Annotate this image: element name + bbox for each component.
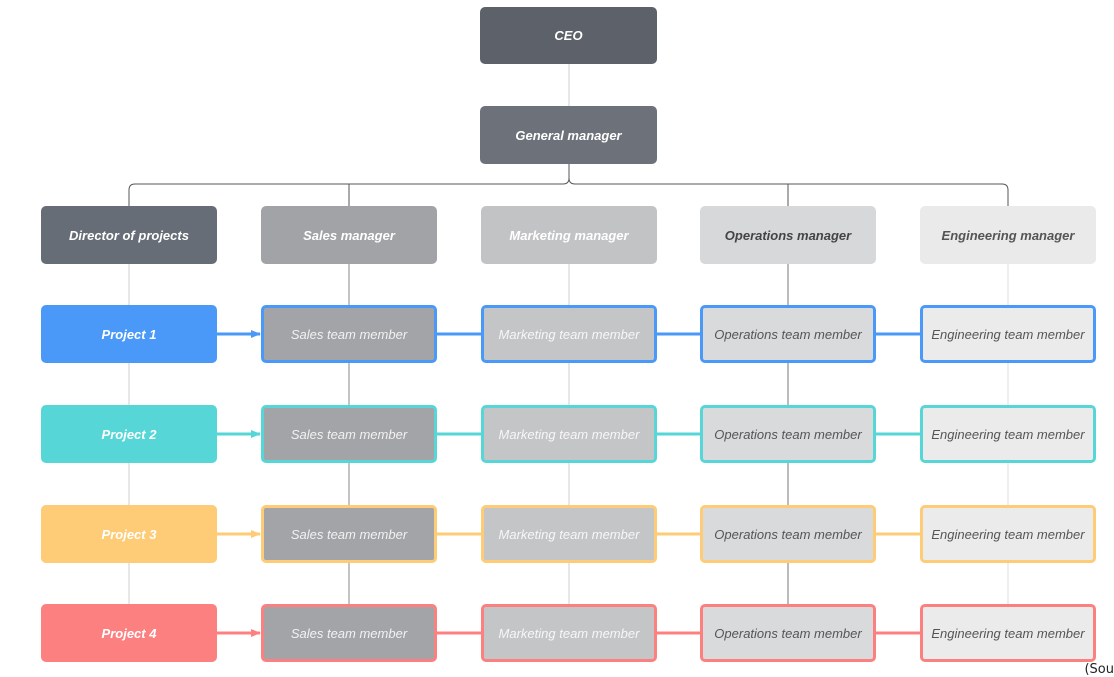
gm-bracket	[128, 163, 1009, 206]
operations-team-member-box: Operations team member	[700, 505, 876, 563]
director-of-projects-box: Director of projects	[41, 206, 217, 264]
operations-manager-box: Operations manager	[700, 206, 876, 264]
general-manager-box: General manager	[480, 106, 657, 164]
engineering-manager-box: Engineering manager	[920, 206, 1096, 264]
operations-team-member-box: Operations team member	[700, 604, 876, 662]
engineering-team-member-box: Engineering team member	[920, 405, 1096, 463]
marketing-team-member-box: Marketing team member	[481, 604, 657, 662]
project-2-box: Project 2	[41, 405, 217, 463]
marketing-team-member-box: Marketing team member	[481, 305, 657, 363]
operations-team-member-box: Operations team member	[700, 305, 876, 363]
operations-team-member-box: Operations team member	[700, 405, 876, 463]
sales-team-member-box: Sales team member	[261, 604, 437, 662]
project-3-box: Project 3	[41, 505, 217, 563]
project-4-box: Project 4	[41, 604, 217, 662]
sales-team-member-box: Sales team member	[261, 305, 437, 363]
marketing-team-member-box: Marketing team member	[481, 505, 657, 563]
source-note: (Sou	[1084, 662, 1114, 677]
sales-team-member-box: Sales team member	[261, 405, 437, 463]
engineering-team-member-box: Engineering team member	[920, 305, 1096, 363]
marketing-manager-box: Marketing manager	[481, 206, 657, 264]
project-1-box: Project 1	[41, 305, 217, 363]
engineering-team-member-box: Engineering team member	[920, 604, 1096, 662]
sales-team-member-box: Sales team member	[261, 505, 437, 563]
engineering-team-member-box: Engineering team member	[920, 505, 1096, 563]
sales-manager-box: Sales manager	[261, 206, 437, 264]
ceo-box: CEO	[480, 7, 657, 64]
marketing-team-member-box: Marketing team member	[481, 405, 657, 463]
